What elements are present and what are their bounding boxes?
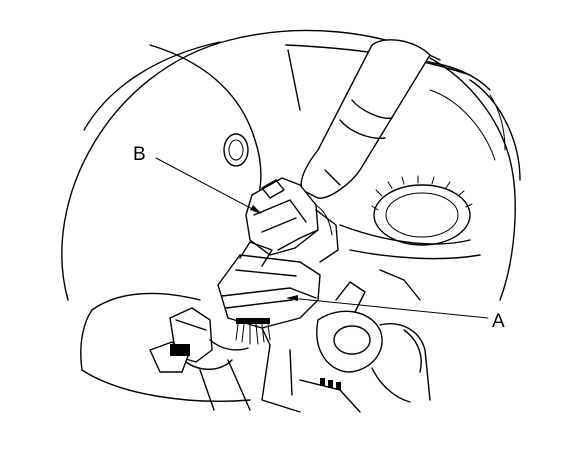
leader-line-a — [286, 295, 489, 319]
connector-a — [217, 241, 321, 346]
callout-label-a: A — [492, 311, 505, 332]
callout-label-b: B — [133, 144, 146, 165]
key-cylinder — [223, 133, 249, 167]
leader-line-b — [155, 157, 262, 214]
wire-terminals — [320, 378, 341, 390]
gear-ring — [339, 175, 481, 260]
lower-assembly — [261, 269, 431, 413]
combination-switch-lever — [300, 39, 431, 199]
wiring-harness — [149, 307, 251, 411]
connector-b — [245, 177, 339, 263]
